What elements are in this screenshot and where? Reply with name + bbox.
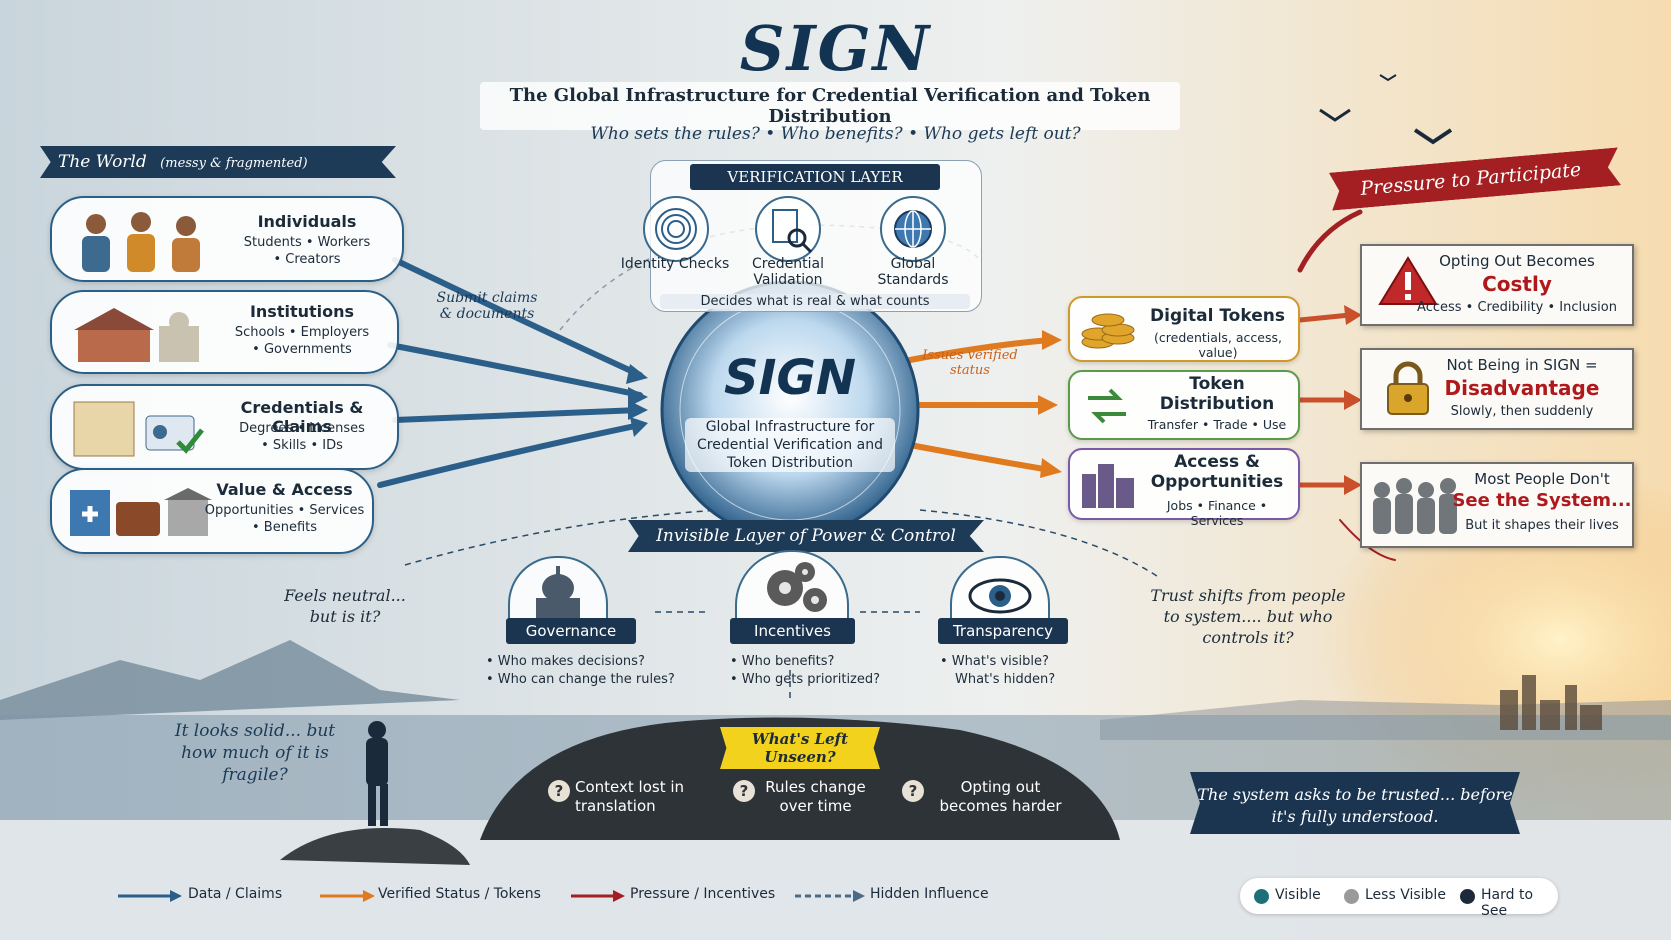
card-line: Degrees • Licenses <box>212 420 392 437</box>
document-magnifier-icon <box>755 196 821 262</box>
less-visible-dot-icon <box>1344 889 1359 904</box>
city-buildings-icon <box>1078 458 1140 510</box>
crowd-icon <box>1368 472 1464 538</box>
power-question: • Who gets prioritized? <box>730 672 910 687</box>
hard-to-see-dot-icon <box>1460 889 1475 904</box>
card-individuals: Individuals Students • Workers • Creator… <box>50 196 404 282</box>
page-title: SIGN <box>0 12 1671 85</box>
card-institutions: Institutions Schools • Employers • Gover… <box>50 290 399 374</box>
feels-neutral-note: Feels neutral... but is it? <box>275 585 415 627</box>
world-note: (messy & fragmented) <box>160 156 307 171</box>
power-item-label: Incentives <box>730 618 855 644</box>
note-detail: Slowly, then suddenly <box>1412 404 1632 419</box>
visibility-legend: Visible Less Visible Hard to See <box>1240 878 1558 914</box>
tile-digital-tokens: Digital Tokens (credentials, access, val… <box>1068 296 1300 362</box>
verification-item-label: Credential Validation <box>733 256 843 288</box>
question-mark-icon: ? <box>902 780 924 802</box>
tile-token-distribution: Token Distribution Transfer • Trade • Us… <box>1068 370 1300 440</box>
power-question: • Who benefits? <box>730 654 910 669</box>
verification-caption: Decides what is real & what counts <box>660 294 970 309</box>
note-disadvantage: Not Being in SIGN = Disadvantage Slowly,… <box>1360 348 1634 430</box>
unseen-item: Context lost in translation <box>575 778 710 816</box>
unseen-item: Opting out becomes harder <box>928 778 1073 816</box>
unseen-item: Rules change over time <box>758 778 873 816</box>
globe-icon <box>880 196 946 262</box>
visible-dot-icon <box>1254 889 1269 904</box>
trust-shifts-note: Trust shifts from people to system.... b… <box>1148 585 1348 648</box>
note-detail: But it shapes their lives <box>1452 518 1632 533</box>
note-emphasis: See the System... <box>1452 490 1632 511</box>
card-value-access: Value & Access Opportunities • Services … <box>50 468 374 554</box>
note-costly: Opting Out Becomes Costly Access • Credi… <box>1360 244 1634 326</box>
visibility-label: Visible <box>1275 887 1321 903</box>
tile-sub: Jobs • Finance • Services <box>1142 498 1292 528</box>
card-credentials: Credentials & Claims Degrees • Licenses … <box>50 384 399 470</box>
guiding-questions: Who sets the rules? • Who benefits? • Wh… <box>0 124 1671 144</box>
issues-note: Issues verified status <box>920 348 1020 378</box>
tile-title: Digital Tokens <box>1140 306 1295 326</box>
page-subtitle: The Global Infrastructure for Credential… <box>480 82 1180 130</box>
unseen-banner: What's Left Unseen? <box>720 727 880 769</box>
fingerprint-icon <box>643 196 709 262</box>
power-question: • Who can change the rules? <box>486 672 686 687</box>
core-title: SIGN <box>690 350 890 406</box>
visibility-label: Less Visible <box>1365 887 1446 903</box>
card-title: Value & Access <box>202 480 367 499</box>
tile-access-opportunities: Access & Opportunities Jobs • Finance • … <box>1068 448 1300 520</box>
legend-item: Verified Status / Tokens <box>378 886 541 902</box>
note-emphasis: Disadvantage <box>1412 376 1632 400</box>
card-title: Institutions <box>217 302 387 321</box>
card-line: • Governments <box>217 341 387 358</box>
note-emphasis: Costly <box>1402 272 1632 296</box>
tile-title: Access & Opportunities <box>1142 452 1292 492</box>
card-title: Individuals <box>222 212 392 231</box>
verification-item-label: Global Standards <box>858 256 968 288</box>
submit-note: Submit claims & documents <box>432 290 542 322</box>
coins-icon <box>1078 304 1138 354</box>
power-question: What's hidden? <box>955 672 1095 687</box>
visibility-label: Hard to See <box>1481 887 1558 919</box>
core-text: Global Infrastructure for Credential Ver… <box>685 418 895 472</box>
looks-solid-note: It looks solid... but how much of it is … <box>170 720 340 786</box>
card-line: • Creators <box>222 251 392 268</box>
note-detail: Access • Credibility • Inclusion <box>1402 300 1632 315</box>
question-mark-icon: ? <box>733 780 755 802</box>
verification-item-label: Identity Checks <box>620 256 730 272</box>
card-line: Students • Workers <box>222 234 392 251</box>
card-line: Schools • Employers <box>217 324 387 341</box>
trusted-note: The system asks to be trusted... before … <box>1190 772 1520 834</box>
legend-item: Hidden Influence <box>870 886 989 902</box>
institution-buildings-icon <box>64 300 214 364</box>
world-banner: The World (messy & fragmented) <box>40 146 396 178</box>
question-mark-icon: ? <box>548 780 570 802</box>
legend-item: Data / Claims <box>188 886 282 902</box>
power-question: • Who makes decisions? <box>486 654 686 669</box>
card-line: Opportunities • Services <box>202 502 367 519</box>
note-line: Most People Don't <box>1452 470 1632 488</box>
card-line: • Benefits <box>202 519 367 536</box>
diploma-id-icon <box>66 394 216 460</box>
card-line: • Skills • IDs <box>212 437 392 454</box>
tile-title: Token Distribution <box>1142 374 1292 414</box>
power-item-label: Transparency <box>938 618 1068 644</box>
tile-sub: Transfer • Trade • Use <box>1142 417 1292 432</box>
power-banner: Invisible Layer of Power & Control <box>628 520 984 552</box>
services-icon <box>64 480 214 542</box>
legend-item: Pressure / Incentives <box>630 886 775 902</box>
tile-sub: (credentials, access, value) <box>1138 330 1298 360</box>
world-label: The World <box>58 152 147 172</box>
power-question: • What's visible? <box>940 654 1090 669</box>
transfer-arrows-icon <box>1078 382 1136 430</box>
note-see-system: Most People Don't See the System... But … <box>1360 462 1634 548</box>
power-item-label: Governance <box>506 618 636 644</box>
verification-label: VERIFICATION LAYER <box>690 164 940 190</box>
note-line: Opting Out Becomes <box>1402 252 1632 270</box>
note-line: Not Being in SIGN = <box>1412 356 1632 374</box>
people-icon <box>66 208 216 272</box>
